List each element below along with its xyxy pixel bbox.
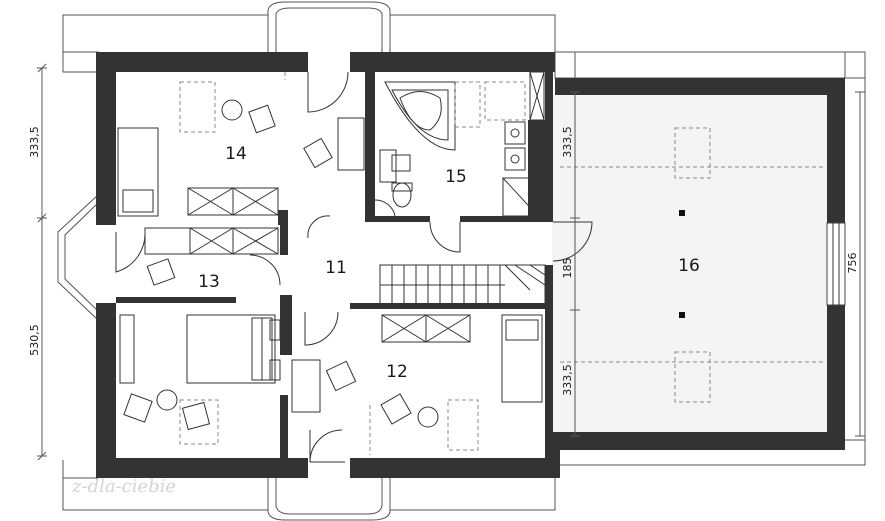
windows	[826, 222, 846, 306]
room-14-furniture	[117, 72, 365, 217]
room-12-furniture	[291, 314, 543, 455]
room-16-floor	[552, 95, 827, 432]
room-label-16: 16	[678, 256, 700, 276]
dim-left-top: 333,5	[28, 126, 41, 158]
bedroom-furniture	[119, 314, 281, 445]
room-label-14: 14	[225, 144, 247, 164]
watermark: z-dla-ciebie	[71, 476, 176, 497]
top-balcony	[267, 1, 391, 52]
room-label-12: 12	[386, 362, 408, 382]
dim-center-top: 333,5	[561, 126, 574, 158]
bottom-balcony	[267, 470, 391, 521]
room-16-details	[560, 127, 825, 403]
dim-center-bottom: 333,5	[561, 364, 574, 396]
staircase	[379, 264, 546, 306]
dim-left-bottom: 530,5	[28, 324, 41, 356]
dim-right-total: 756	[846, 253, 859, 274]
doors	[115, 71, 593, 463]
room-label-11: 11	[325, 258, 347, 278]
room-15-bathroom	[379, 71, 545, 217]
dim-center-mid: 185	[561, 258, 574, 279]
room-label-15: 15	[445, 167, 467, 187]
room-label-13: 13	[198, 272, 220, 292]
room-13-furniture	[144, 227, 279, 286]
dimension-lines	[37, 63, 865, 461]
walls	[96, 52, 845, 478]
bay-window	[57, 194, 99, 321]
